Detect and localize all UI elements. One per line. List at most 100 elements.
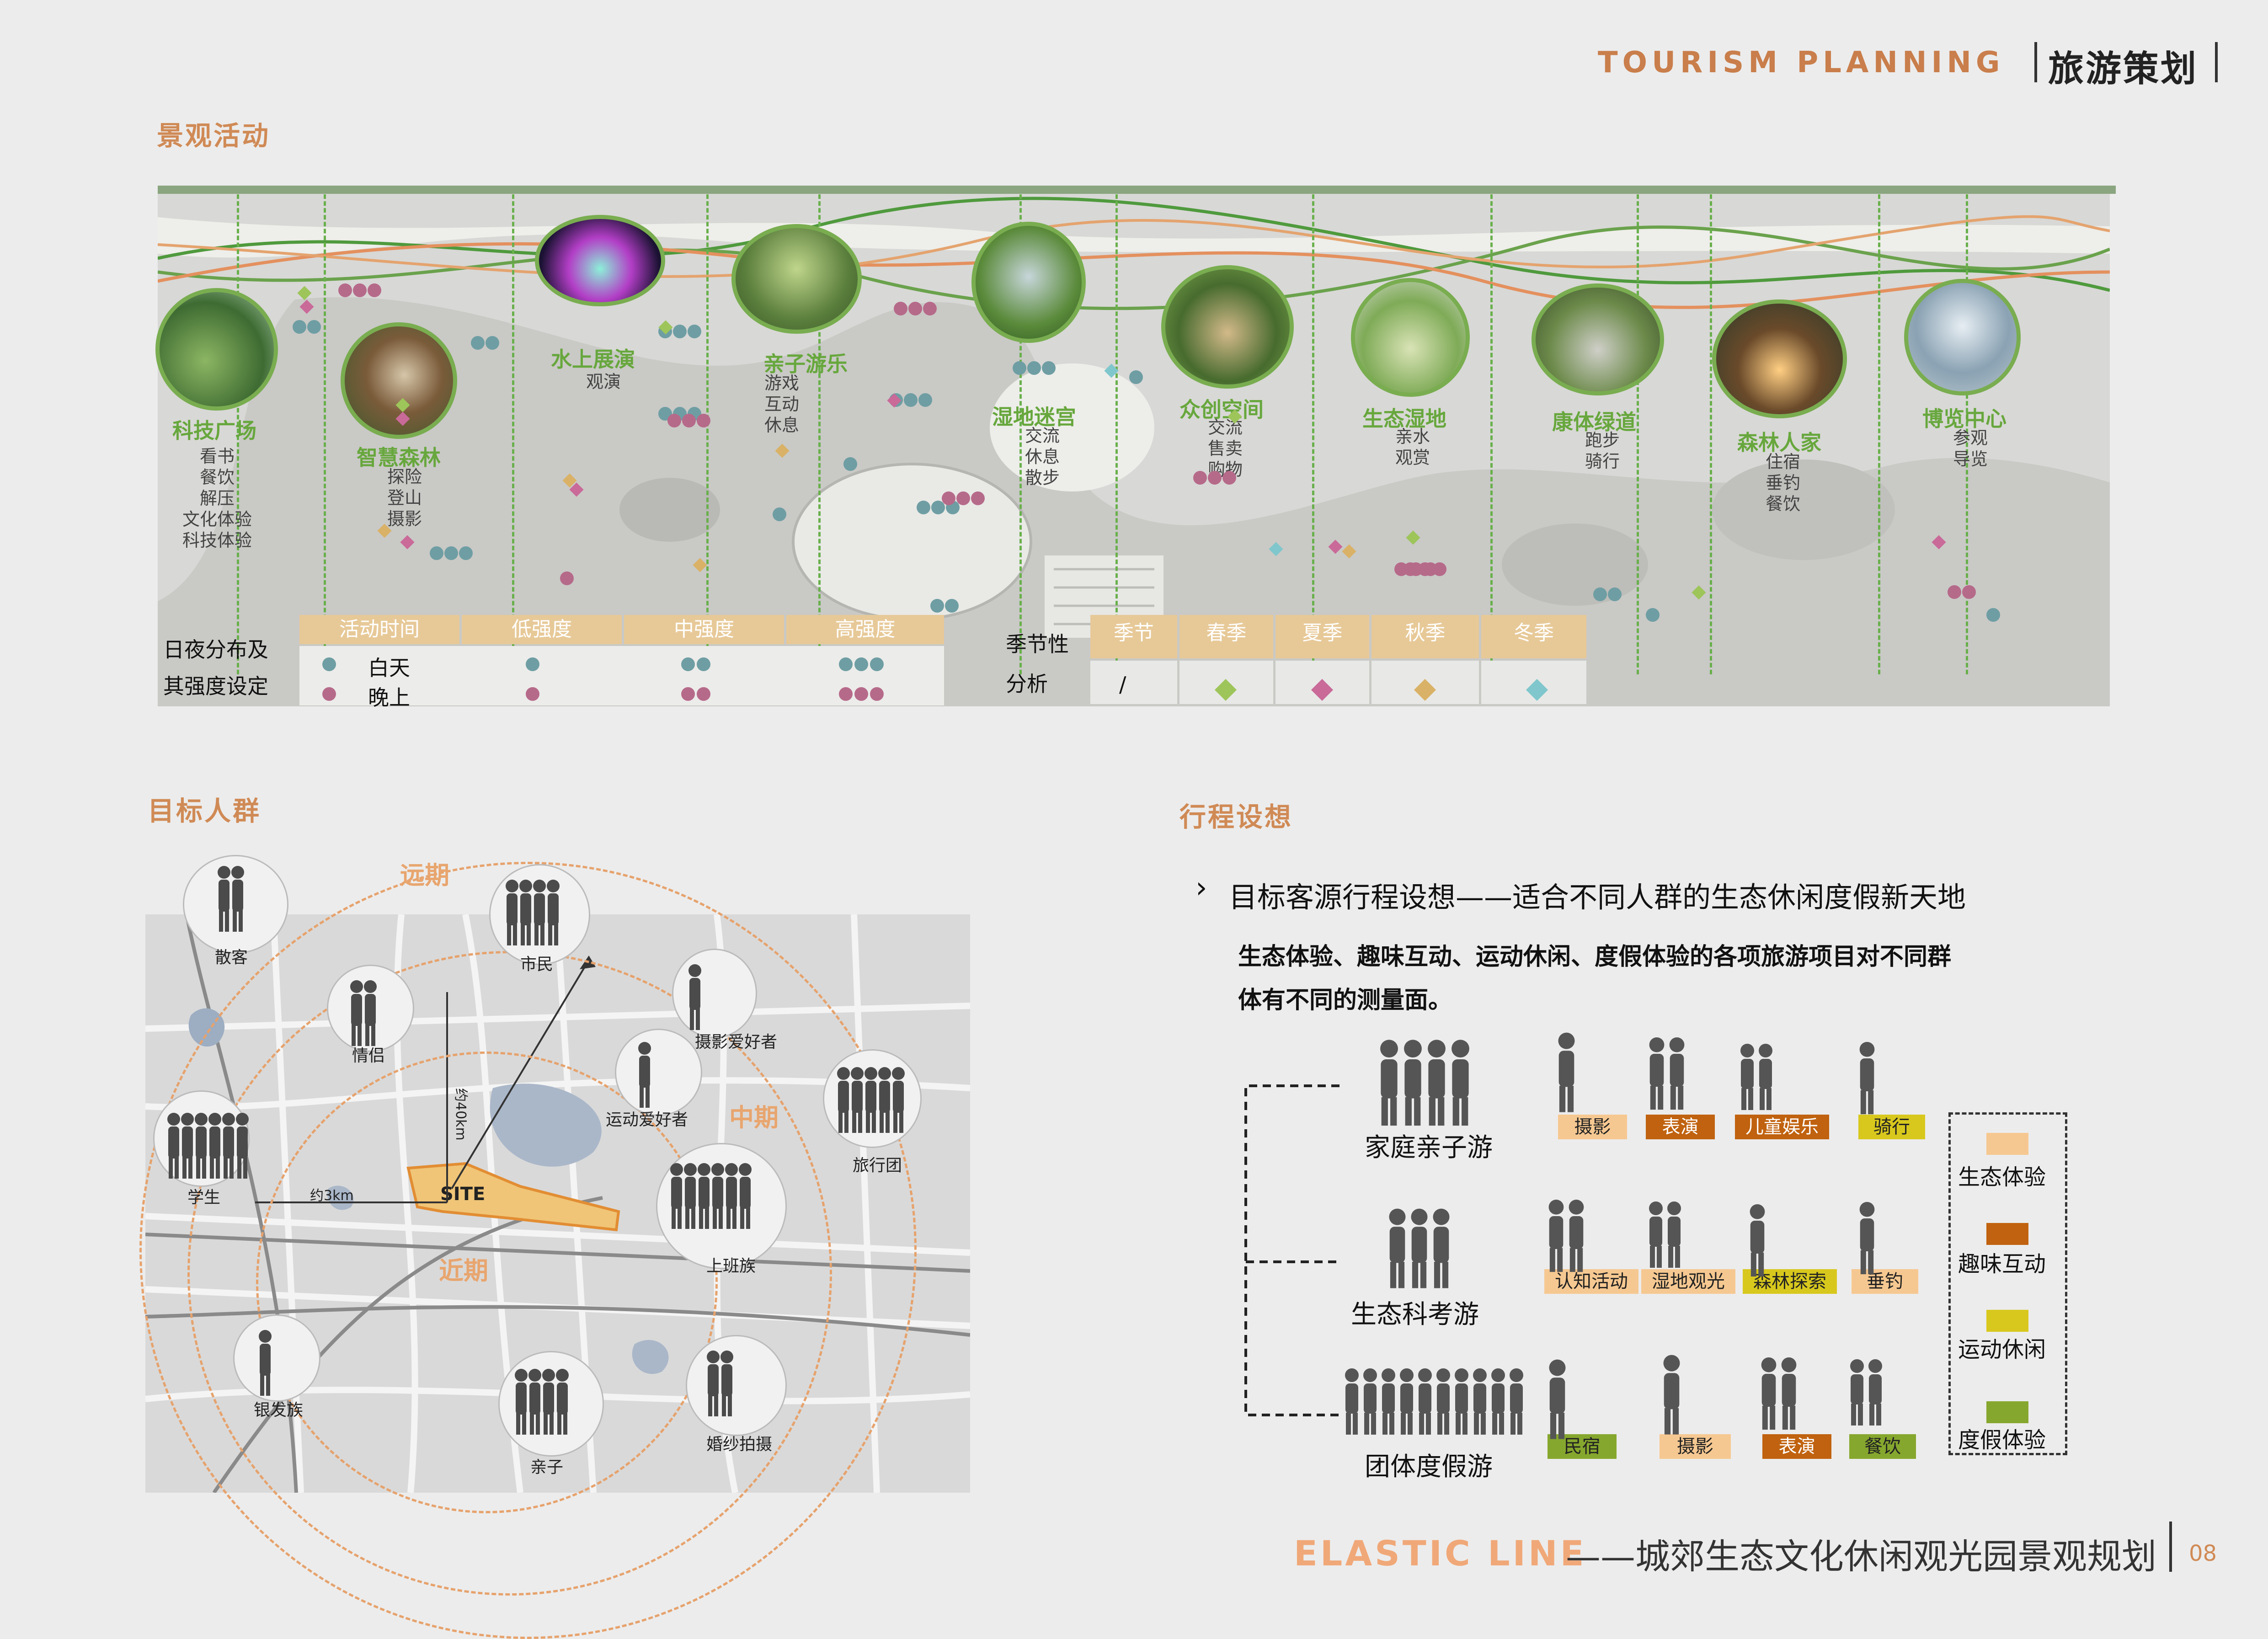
person-silhouette	[256, 1328, 274, 1399]
activity-dot	[773, 507, 786, 521]
intensity-dot	[854, 657, 868, 671]
photo-expo-center	[1904, 279, 2021, 395]
activity-dot	[430, 546, 443, 560]
intensity-row-night: 晚上	[368, 685, 410, 710]
season-slash: /	[1119, 672, 1126, 697]
season-cell	[1090, 661, 1177, 704]
person-silhouette	[1758, 1356, 1780, 1433]
person-silhouette	[635, 1040, 654, 1110]
divider	[1312, 194, 1314, 674]
activity-subs: 探险登山摄影	[387, 467, 422, 529]
person-silhouette	[718, 1349, 736, 1419]
person-silhouette	[1488, 1367, 1508, 1437]
activity-subs: 观演	[586, 372, 621, 392]
intensity-header: 高强度	[786, 615, 944, 644]
photo-wetland-maze	[971, 222, 1086, 343]
person-silhouette	[229, 864, 247, 934]
activity-dot	[1027, 361, 1041, 375]
footer-chinese-title: ——城郊生态文化休闲观光园景观规划	[1566, 1536, 2156, 1577]
divider	[324, 194, 326, 674]
intensity-header: 中强度	[624, 615, 784, 644]
person-silhouette	[875, 1065, 894, 1136]
activity-name: 亲子游乐	[763, 352, 848, 376]
legend-swatch	[1986, 1133, 2028, 1155]
group-label: 上班族	[706, 1257, 756, 1276]
activity-dot	[1593, 587, 1607, 601]
activity-dot	[697, 414, 710, 427]
activity-dot	[908, 302, 922, 315]
activity-name: 博览中心	[1922, 406, 2007, 431]
group-label: 婚纱拍摄	[706, 1435, 773, 1454]
ring-label-far: 远期	[400, 861, 449, 890]
photo-water-show	[535, 215, 665, 306]
activity-dot	[682, 414, 696, 427]
tag-photography-2: 摄影	[1660, 1434, 1731, 1459]
intensity-dot	[697, 657, 710, 671]
person-silhouette	[347, 978, 366, 1049]
intensity-body	[299, 646, 944, 705]
person-silhouette	[1433, 1367, 1453, 1437]
activity-dot	[971, 491, 985, 505]
divider	[1019, 194, 1022, 674]
activity-dot	[560, 571, 574, 585]
photo-tech-plaza	[155, 288, 278, 411]
person-silhouette	[1415, 1367, 1435, 1437]
activity-dot	[945, 599, 959, 613]
divider	[512, 194, 514, 674]
activity-dot	[942, 491, 955, 505]
intensity-dot	[854, 687, 868, 701]
tag-photography: 摄影	[1558, 1115, 1627, 1139]
season-header: 秋季	[1371, 615, 1479, 658]
activity-dot	[923, 302, 937, 315]
intensity-row-day: 白天	[368, 656, 410, 680]
tag-dining: 餐饮	[1849, 1434, 1916, 1459]
person-silhouette	[862, 1065, 880, 1136]
activity-dot	[894, 302, 907, 315]
activity-dot	[688, 325, 701, 338]
person-silhouette	[848, 1065, 866, 1136]
activity-dot	[931, 501, 945, 514]
person-silhouette	[1400, 1038, 1426, 1129]
divider	[1966, 194, 1968, 674]
person-silhouette	[1756, 1042, 1776, 1113]
activity-dot	[1042, 361, 1056, 375]
person-silhouette	[1746, 1202, 1768, 1280]
header-chinese-title: 旅游策划	[2048, 48, 2199, 90]
person-silhouette	[544, 878, 562, 948]
intensity-dot	[681, 687, 695, 701]
footer-english-title: ELASTIC LINE	[1294, 1533, 1587, 1574]
group-label: 运动爱好者	[606, 1110, 688, 1129]
activity-dot	[1608, 587, 1622, 601]
activity-dot	[293, 320, 306, 334]
activity-dot	[843, 457, 857, 471]
activity-dot	[353, 283, 367, 297]
person-silhouette	[1865, 1358, 1885, 1428]
intensity-dot	[526, 687, 539, 701]
photo-maker-space	[1161, 265, 1294, 389]
legend-box	[1948, 1112, 2067, 1455]
night-dot	[322, 687, 336, 701]
group-team: 团体度假游	[1365, 1452, 1493, 1482]
activity-dot	[486, 336, 499, 350]
person-silhouette	[695, 1161, 713, 1232]
person-silhouette	[192, 1111, 210, 1181]
activity-name: 科技广场	[172, 418, 256, 443]
activity-subs: 交流休息散步	[1025, 426, 1060, 488]
activity-dot	[1424, 562, 1437, 576]
activity-subs: 游戏互动休息	[764, 373, 799, 435]
person-silhouette	[1407, 1207, 1431, 1291]
divider	[1710, 194, 1712, 674]
activity-dot	[956, 491, 970, 505]
divider	[237, 194, 239, 674]
activity-dot	[917, 501, 930, 514]
divider	[1490, 194, 1493, 674]
activity-dot	[1646, 608, 1660, 622]
person-silhouette	[1778, 1356, 1800, 1433]
season-header: 春季	[1179, 615, 1273, 658]
person-silhouette	[1342, 1367, 1362, 1437]
person-silhouette	[1646, 1200, 1666, 1271]
tag-fishing: 垂钓	[1852, 1269, 1918, 1294]
intensity-header: 低强度	[462, 615, 622, 644]
activity-dot	[338, 283, 352, 297]
activity-dot	[667, 414, 681, 427]
